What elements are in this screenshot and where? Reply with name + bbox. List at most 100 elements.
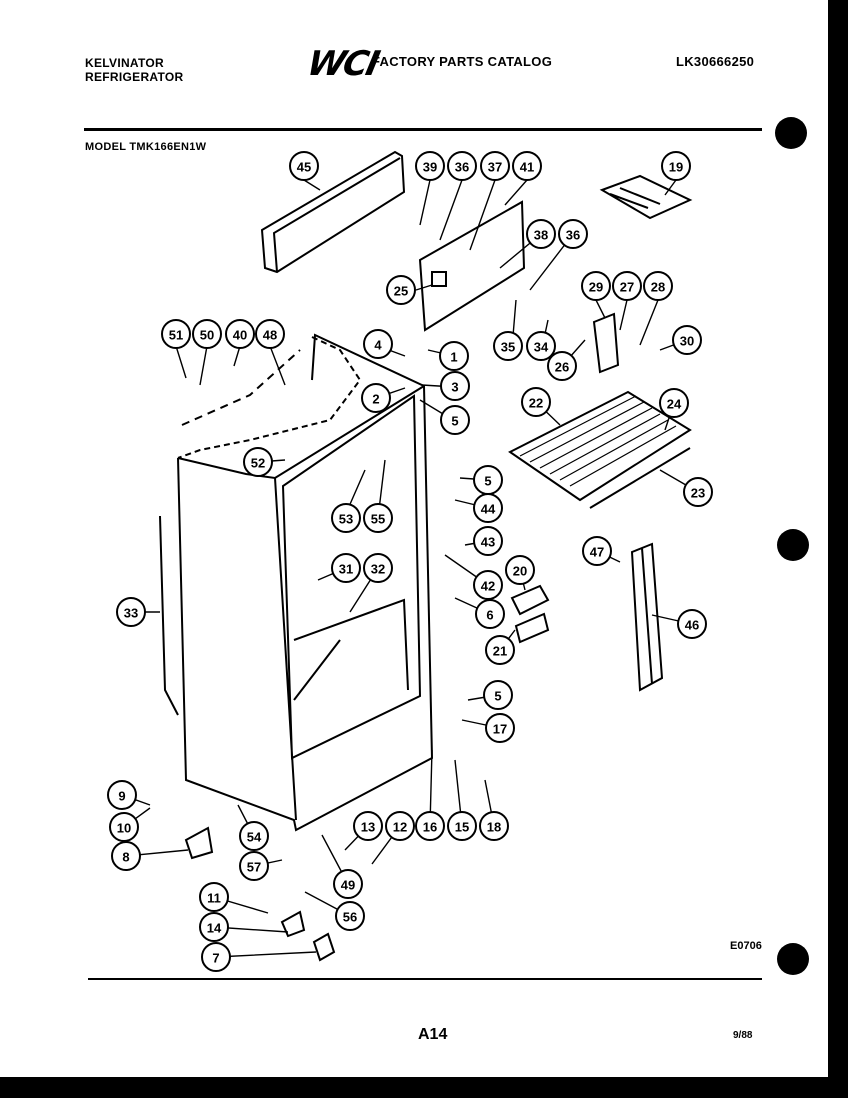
callout-45: 45	[289, 151, 319, 181]
callout-24: 24	[659, 388, 689, 418]
callout-29: 29	[581, 271, 611, 301]
model-label: MODEL TMK166EN1W	[85, 141, 207, 153]
catalog-title: FACTORY PARTS CATALOG	[372, 54, 553, 69]
callout-31: 31	[331, 553, 361, 583]
callout-12: 12	[385, 811, 415, 841]
callout-4: 4	[363, 329, 393, 359]
callout-label: 4	[374, 338, 382, 353]
callout-10: 10	[109, 812, 139, 842]
callout-label: 49	[341, 878, 355, 893]
callout-35: 35	[493, 331, 523, 361]
part-7	[312, 932, 336, 962]
callout-46: 46	[677, 609, 707, 639]
callout-54: 54	[239, 821, 269, 851]
callout-label: 55	[371, 512, 385, 527]
callout-21: 21	[485, 635, 515, 665]
callout-label: 24	[667, 397, 682, 412]
callout-label: 15	[455, 820, 469, 835]
callout-label: 51	[169, 328, 183, 343]
callout-label: 56	[343, 910, 357, 925]
part-hinge	[184, 826, 214, 860]
callout-label: 17	[493, 722, 507, 737]
callout-label: 26	[555, 360, 569, 375]
callout-label: 20	[513, 564, 527, 579]
callout-label: 54	[247, 830, 262, 845]
callout-label: 45	[297, 160, 311, 175]
callout-label: 50	[200, 328, 214, 343]
callout-label: 39	[423, 160, 437, 175]
part-bracket-21	[514, 612, 550, 644]
callout-label: 36	[566, 228, 580, 243]
callout-label: 21	[493, 644, 507, 659]
callout-label: 33	[124, 606, 138, 621]
callout-label: 12	[393, 820, 407, 835]
callout-label: 36	[455, 160, 469, 175]
callout-label: 46	[685, 618, 699, 633]
callout-22: 22	[521, 387, 551, 417]
callout-label: 25	[394, 284, 408, 299]
callout-label: 18	[487, 820, 501, 835]
callout-9: 9	[107, 780, 137, 810]
callout-label: 44	[481, 502, 496, 517]
callout-38: 38	[526, 219, 556, 249]
callout-44: 44	[473, 493, 503, 523]
callout-label: 57	[247, 860, 261, 875]
callout-37: 37	[480, 151, 510, 181]
callout-label: 27	[620, 280, 634, 295]
callout-5: 5	[473, 465, 503, 495]
part-tray	[599, 174, 693, 220]
callout-47: 47	[582, 536, 612, 566]
callout-43: 43	[473, 526, 503, 556]
callout-36: 36	[447, 151, 477, 181]
callout-label: 38	[534, 228, 548, 243]
part-cabinet-top	[177, 336, 362, 459]
callout-label: 19	[669, 160, 683, 175]
callout-label: 13	[361, 820, 375, 835]
callout-label: 53	[339, 512, 353, 527]
callout-11: 11	[199, 882, 229, 912]
callout-label: 37	[488, 160, 502, 175]
callout-label: 41	[520, 160, 534, 175]
callout-label: 10	[117, 821, 131, 836]
callout-label: 6	[486, 608, 493, 623]
callout-label: 29	[589, 280, 603, 295]
callout-label: 35	[501, 340, 515, 355]
callout-3: 3	[440, 371, 470, 401]
callout-51: 51	[161, 319, 191, 349]
callout-label: 48	[263, 328, 277, 343]
catalog-code: LK30666250	[676, 54, 755, 69]
callout-17: 17	[485, 713, 515, 743]
part-thermostat	[592, 312, 620, 374]
callout-14: 14	[199, 912, 229, 942]
callout-label: 28	[651, 280, 665, 295]
page-number: A14	[418, 1026, 448, 1043]
callout-label: 5	[494, 689, 501, 704]
footer-rule	[88, 978, 762, 980]
callout-20: 20	[505, 555, 535, 585]
callout-27: 27	[612, 271, 642, 301]
part-cabinet-inner	[274, 394, 422, 821]
callout-label: 11	[207, 891, 221, 906]
callout-56: 56	[335, 901, 365, 931]
callout-33: 33	[116, 597, 146, 627]
callout-42: 42	[473, 570, 503, 600]
part-bracket-20	[510, 584, 550, 616]
callout-16: 16	[415, 811, 445, 841]
callout-label: 3	[451, 380, 458, 395]
callout-label: 31	[339, 562, 353, 577]
callout-label: 30	[680, 334, 694, 349]
callout-15: 15	[447, 811, 477, 841]
figure-ref: E0706	[730, 940, 762, 952]
callout-36: 36	[558, 219, 588, 249]
callout-28: 28	[643, 271, 673, 301]
callout-label: 9	[118, 789, 125, 804]
brand-block: KELVINATOR REFRIGERATOR	[85, 56, 184, 84]
callout-18: 18	[479, 811, 509, 841]
brand-line-2: REFRIGERATOR	[85, 70, 184, 84]
part-control-panel	[418, 200, 526, 332]
callout-label: 14	[207, 921, 222, 936]
part-leveling-line	[181, 349, 301, 426]
callout-label: 8	[122, 850, 129, 865]
